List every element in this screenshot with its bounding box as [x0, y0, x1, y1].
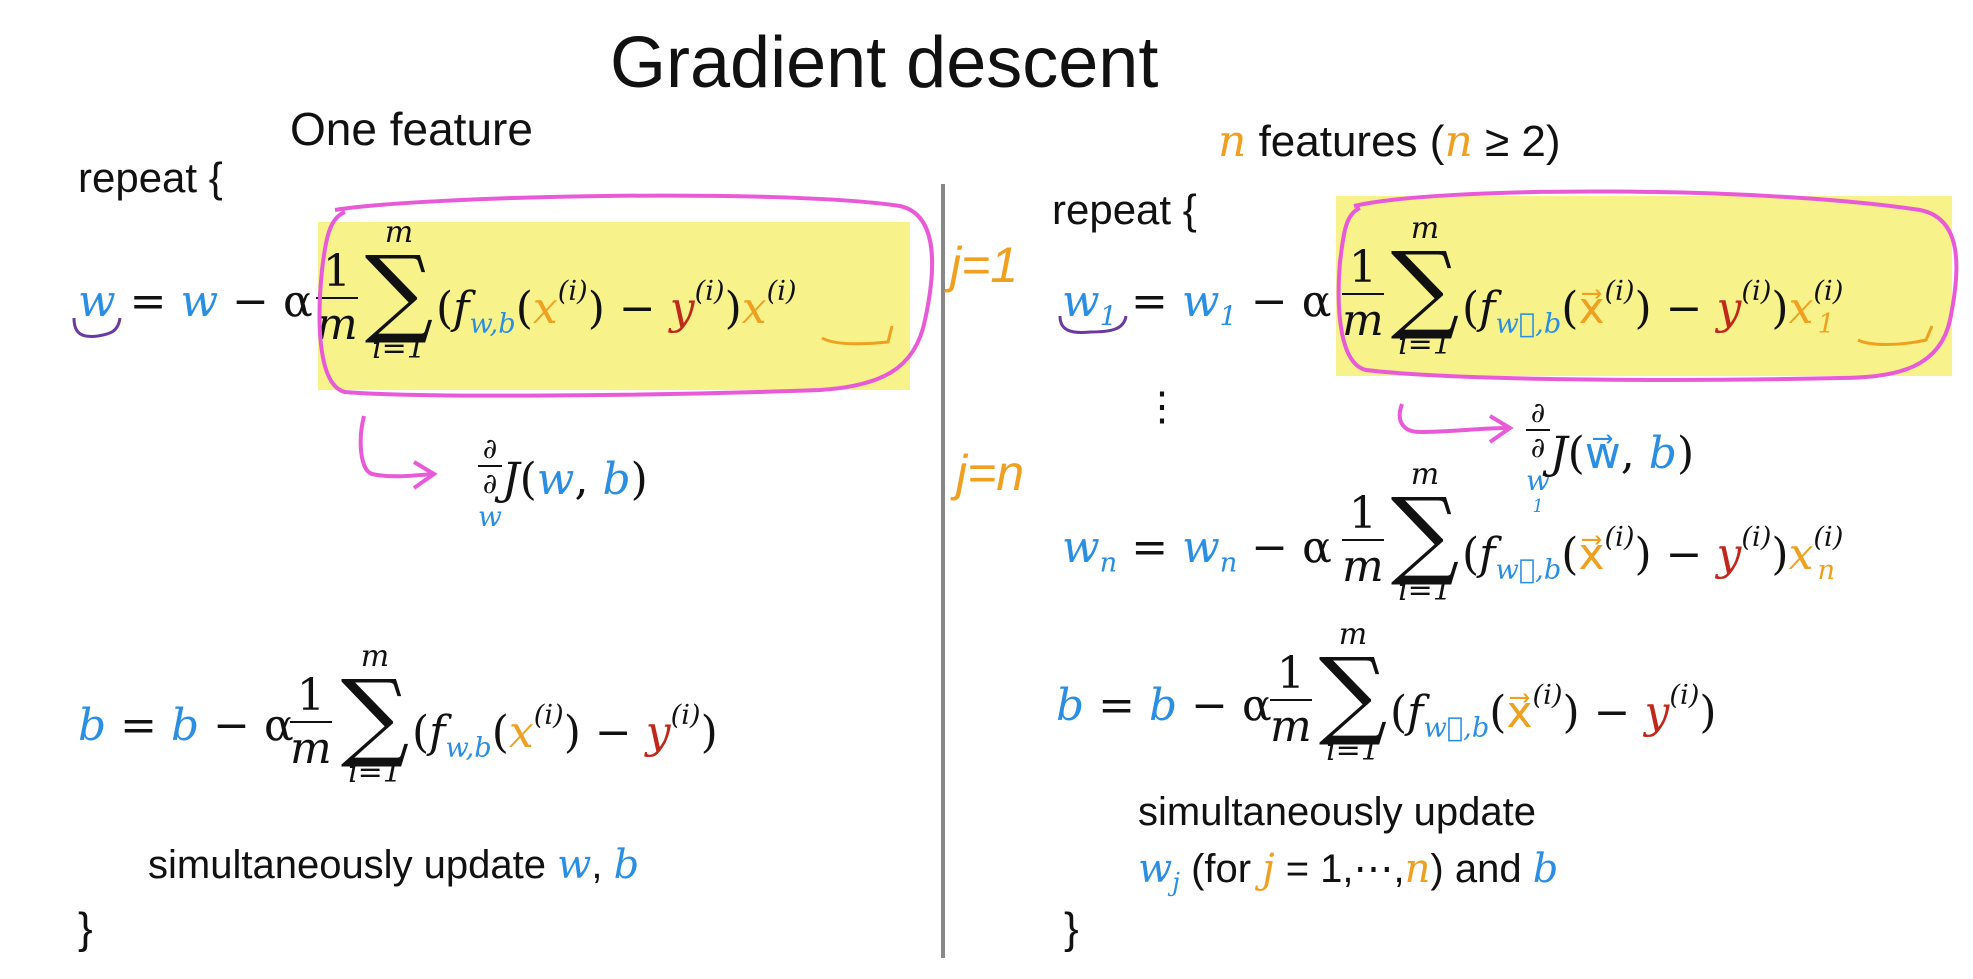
w-lhs: w — [78, 276, 116, 327]
minus-alpha: − α — [218, 276, 313, 327]
frac-num: 1 — [316, 246, 358, 299]
partial-top: ∂ — [478, 432, 502, 467]
sum-symbol: ∑ — [364, 235, 434, 347]
right-w1-sum: m ∑ i=1 — [1390, 211, 1460, 362]
page-title: Gradient descent — [610, 23, 1159, 103]
x-superscript: (i) — [557, 276, 588, 307]
n-features-heading: n features (n ≥ 2) — [1218, 116, 1561, 167]
x-term: x — [532, 283, 558, 335]
right-wn-sum: m ∑ i=1 — [1390, 457, 1460, 608]
right-b-sum: m ∑ i=1 — [1318, 617, 1388, 768]
column-divider — [941, 184, 945, 958]
left-b-sum: m ∑ i=1 — [340, 639, 410, 790]
left-w-sum: m ∑ i=1 — [364, 216, 434, 366]
right-wn-update: wn = wn − α — [1062, 522, 1332, 579]
right-close-brace: } — [1064, 904, 1079, 953]
right-repeat-open: repeat { — [1052, 186, 1197, 233]
J-symbol: J — [501, 454, 520, 505]
right-b-summand: (fw⃗,b(x⃗(i)) − y(i)) — [1390, 680, 1717, 744]
minus: − — [604, 283, 670, 335]
b-term: b — [171, 700, 200, 751]
right-w1-update: w1 = w1 − α — [1062, 276, 1332, 333]
right-pink-arrow — [1397, 403, 1509, 435]
left-b-summand: (fw,b(x(i)) − y(i)) — [412, 700, 718, 764]
w-term: w — [180, 276, 219, 327]
x-factor-superscript: (i) — [766, 276, 797, 307]
left-pink-arrow — [358, 415, 433, 479]
right-simul-line2: wj (for j = 1,⋯,n) and b — [1138, 846, 1559, 897]
J-arg-b: b — [602, 454, 631, 505]
one-feature-heading: One feature — [290, 103, 533, 155]
right-wn-summand: (fw⃗,b(x⃗(i)) − y(i))x(i)n — [1462, 522, 1844, 586]
left-pink-arrowhead — [412, 460, 438, 490]
equals: = — [115, 276, 181, 327]
partial-bottom: ∂ — [482, 467, 498, 500]
right-b-update: b = b − α — [1056, 680, 1272, 731]
left-simul-update: simultaneously update w, b — [148, 842, 640, 888]
b-lhs: b — [78, 700, 107, 751]
left-w-update: w = w − α — [78, 276, 313, 327]
left-close-brace: } — [78, 904, 93, 953]
right-w1-summand: (fw⃗,b(x⃗(i)) − y(i))x(i)1 — [1462, 276, 1844, 340]
y-superscript: (i) — [694, 276, 725, 307]
partial-w: w — [478, 500, 502, 533]
left-w-summand: (fw,b(x(i)) − y(i))x(i) — [436, 276, 797, 340]
right-pink-arrowhead — [1488, 414, 1514, 444]
left-repeat-open: repeat { — [78, 154, 223, 201]
annot-j-equals-n: j=n — [956, 445, 1025, 501]
annot-j-equals-1: j=1 — [950, 237, 1019, 293]
left-b-update: b = b − α — [78, 700, 294, 751]
J-arg-w: w — [536, 454, 575, 505]
f-symbol: f — [453, 283, 470, 335]
vertical-dots: ⋮ — [1142, 385, 1182, 429]
f-subscript: w,b — [469, 308, 516, 340]
sum-bottom: i=1 — [372, 331, 426, 366]
right-simul-line1: simultaneously update — [1138, 790, 1537, 834]
frac-den: m — [316, 299, 358, 350]
x-factor: x — [741, 283, 767, 335]
y-term: y — [669, 283, 695, 335]
